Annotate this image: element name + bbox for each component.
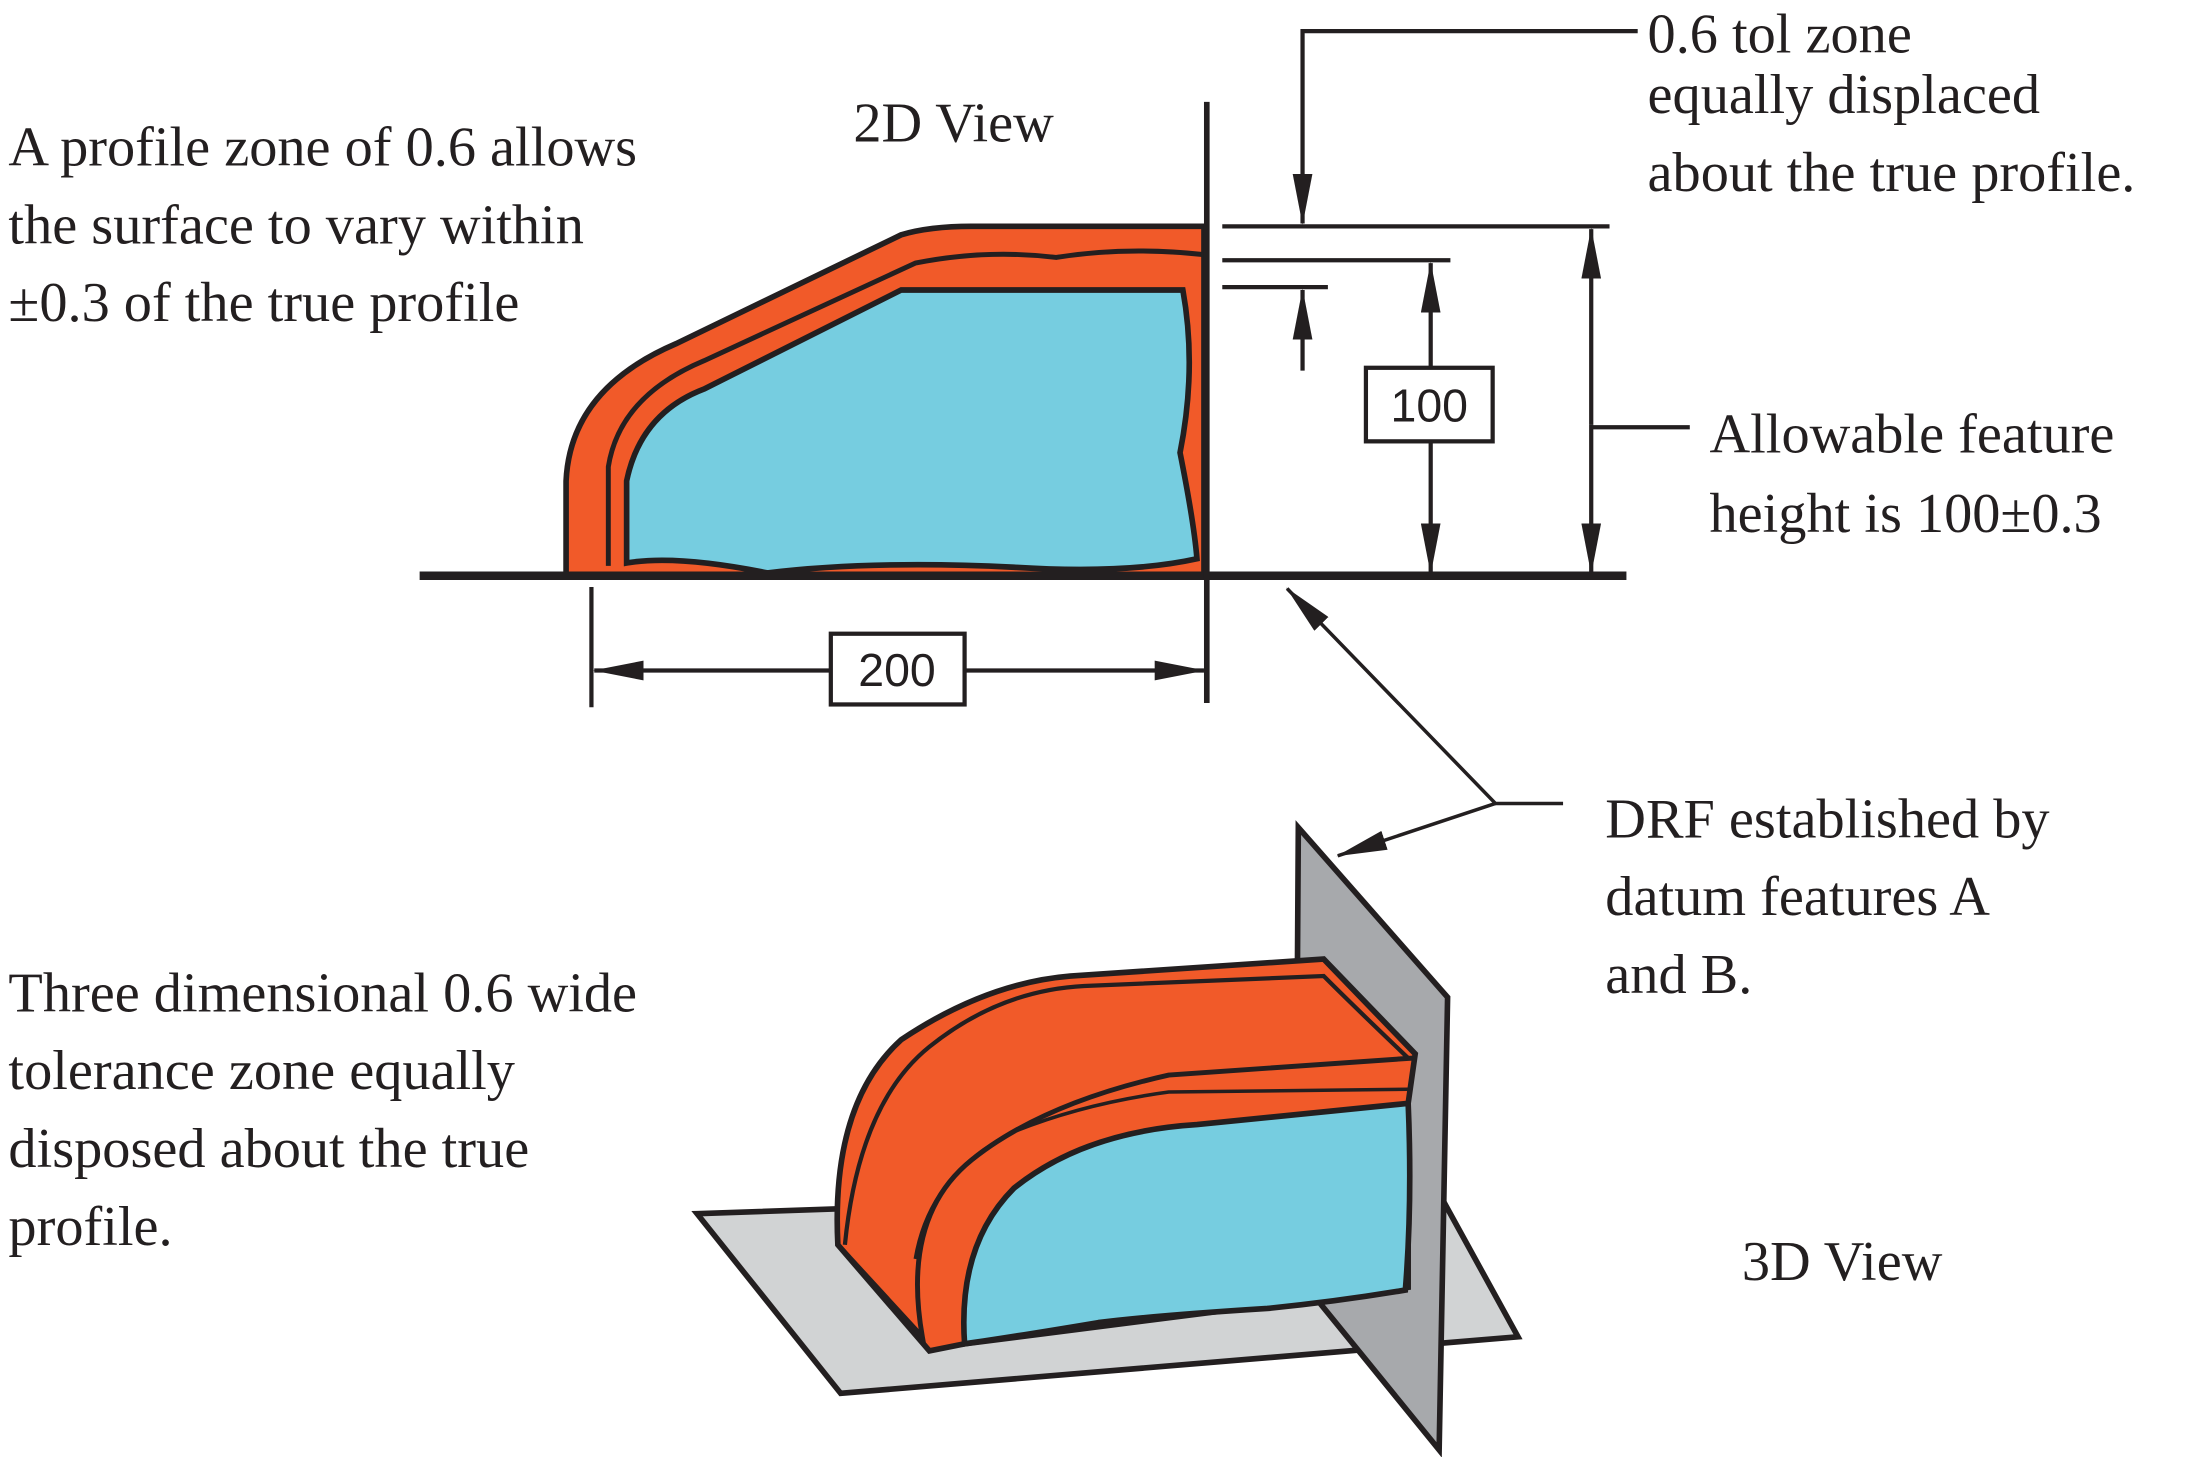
tol-zone-note-line: equally displaced (1648, 64, 2040, 126)
dim-200-box (828, 631, 967, 707)
profile-note-line: the surface to vary within (8, 194, 583, 256)
three-d-note-line: tolerance zone equally (8, 1040, 515, 1102)
tol-zone-note-line: 0.6 tol zone (1648, 3, 1912, 65)
drf-note-line: DRF established by (1605, 788, 2049, 850)
3d-view (691, 820, 1523, 1457)
three-d-note: Three dimensional 0.6 wide tolerance zon… (8, 962, 637, 1258)
dim-200-value: 200 (858, 644, 936, 696)
three-d-note-line: Three dimensional 0.6 wide (8, 962, 637, 1024)
drf-leader-2d (1285, 587, 1564, 806)
actual-surface-3d (913, 1087, 1409, 1260)
drf-note-line: datum features A (1605, 866, 1990, 928)
height-note-line: Allowable feature (1710, 404, 2115, 466)
drf-note: DRF established by datum features A and … (1605, 788, 2049, 1006)
height-note-line: height is 100±0.3 (1710, 483, 2102, 545)
profile-note-line: ±0.3 of the true profile (8, 272, 519, 334)
profile-note-line: A profile zone of 0.6 allows (8, 116, 637, 178)
drf-leader-3d (1336, 801, 1497, 858)
part-3d (961, 1100, 1413, 1348)
view-3d-label: 3D View (1742, 1231, 1943, 1293)
three-d-note-line: disposed about the true (8, 1118, 529, 1180)
actual-surface-line (605, 248, 1205, 566)
height-note: Allowable feature height is 100±0.3 (1710, 404, 2115, 545)
dim-100-value: 100 (1391, 379, 1469, 431)
profile-note: A profile zone of 0.6 allows the surface… (8, 116, 637, 334)
view-2d-label: 2D View (853, 92, 1054, 154)
dim-100-box (1363, 365, 1495, 444)
drf-note-line: and B. (1605, 944, 1752, 1006)
tol-zone-leader (1292, 28, 1638, 225)
tol-zone-note: 0.6 tol zone equally displaced about the… (1648, 3, 2136, 204)
tol-zone-note-line: about the true profile. (1648, 142, 2136, 204)
zone-edge-1 (842, 973, 1410, 1246)
2d-view: 100 200 (419, 28, 1690, 708)
three-d-note-line: profile. (8, 1196, 172, 1258)
